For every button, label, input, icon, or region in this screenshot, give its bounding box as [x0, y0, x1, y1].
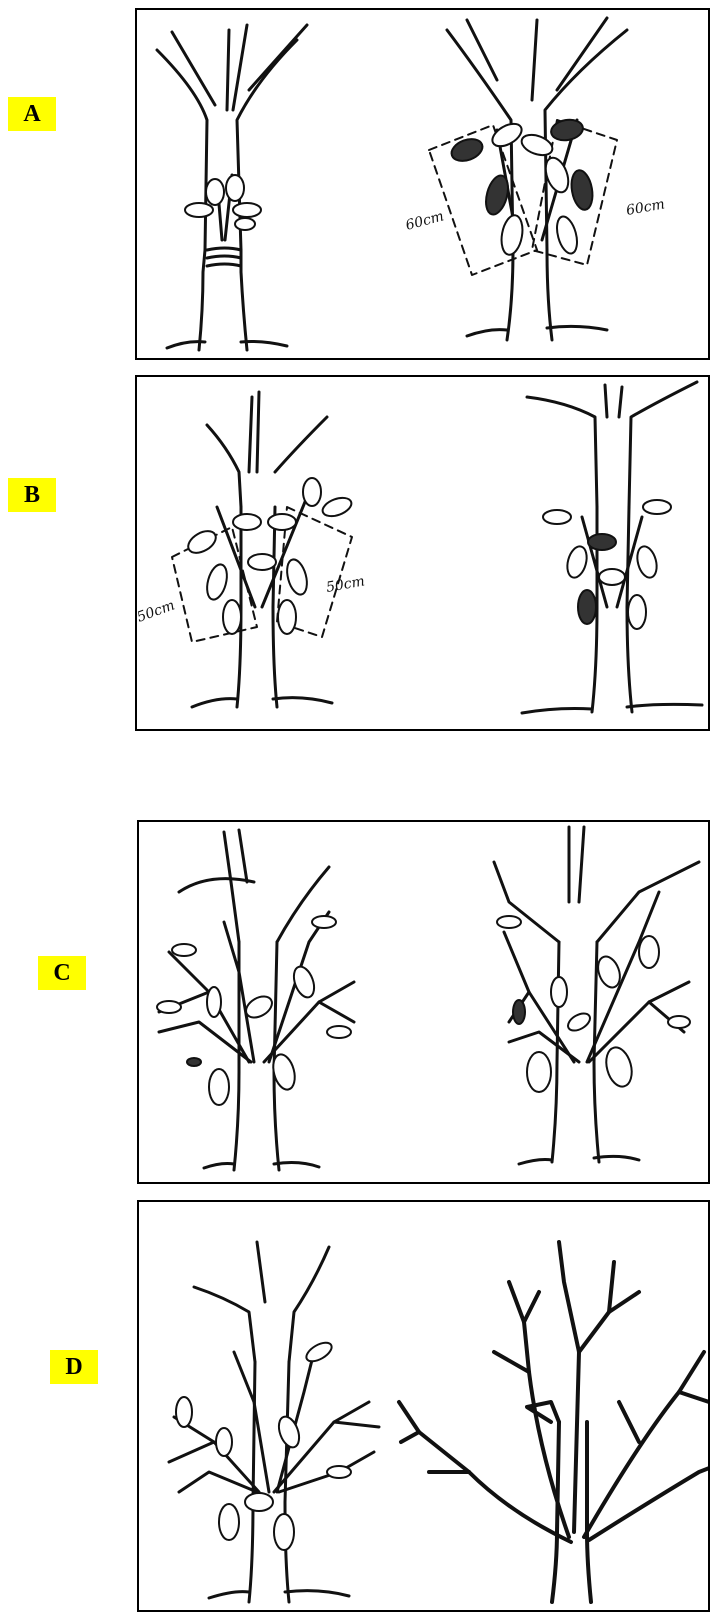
panel-c-drawing — [139, 822, 710, 1184]
panel-label-c: C — [38, 956, 86, 990]
dimension-label-b-right: 50cm — [325, 573, 366, 596]
tree-c-right — [494, 827, 699, 1164]
dimension-label-b-left: 50cm — [137, 597, 177, 625]
panel-label-a: A — [8, 97, 56, 131]
panel-a: 60cm 60cm — [135, 8, 710, 360]
panel-label-b: B — [8, 478, 56, 512]
panel-b: 50cm 50cm — [135, 375, 710, 731]
dimension-label-a-left: 60cm — [404, 208, 446, 234]
panel-label-d: D — [50, 1350, 98, 1384]
panel-d — [137, 1200, 710, 1612]
tree-b-left — [192, 392, 332, 707]
tree-d-right — [399, 1242, 710, 1602]
panel-a-drawing: 60cm 60cm — [137, 10, 710, 360]
panel-c — [137, 820, 710, 1184]
panel-b-drawing: 50cm 50cm — [137, 377, 710, 731]
panel-d-drawing — [139, 1202, 710, 1612]
dimension-label-a-right: 60cm — [625, 196, 666, 219]
tree-a-right — [447, 18, 627, 340]
tree-d-left — [169, 1242, 379, 1602]
